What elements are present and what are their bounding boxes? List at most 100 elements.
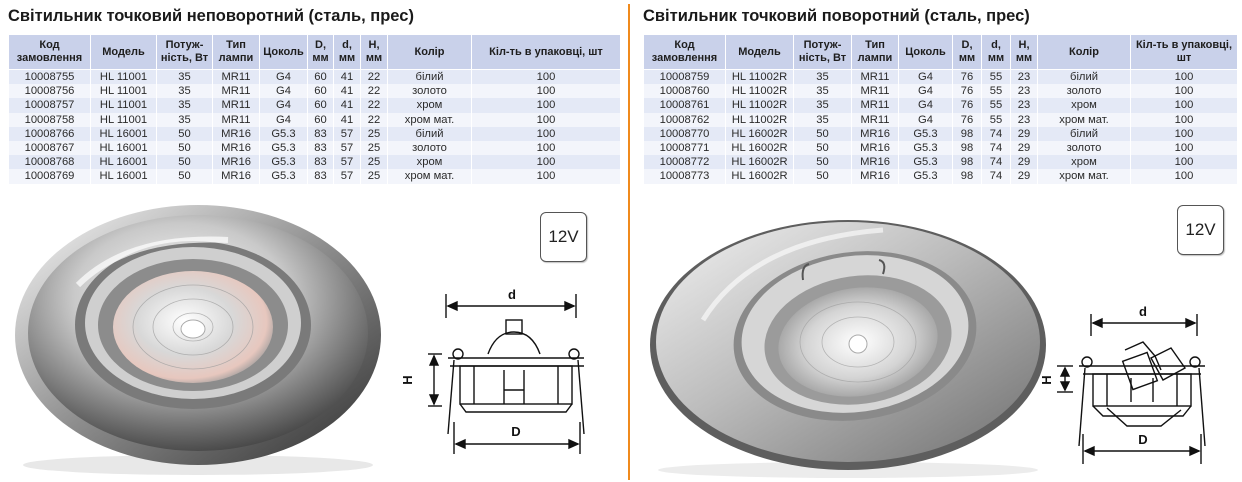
column-header: Колір [1037, 34, 1131, 70]
table-cell: 74 [981, 169, 1011, 184]
table-cell: G5.3 [259, 169, 308, 184]
table-cell: 55 [981, 84, 1011, 99]
table-cell: хром мат. [387, 112, 472, 127]
table-cell: 50 [156, 141, 213, 156]
table-cell: 41 [333, 112, 361, 127]
table-cell: 98 [952, 169, 982, 184]
table-cell: 10008756 [8, 84, 91, 99]
table-cell: HL 11002R [725, 112, 794, 127]
table-cell: хром [1037, 98, 1131, 113]
table-cell: HL 16002R [725, 155, 794, 170]
table-cell: золото [387, 141, 472, 156]
table-cell: 100 [471, 84, 621, 99]
table-cell: MR11 [212, 98, 260, 113]
table-cell: G4 [898, 84, 953, 99]
table-cell: HL 11001 [90, 69, 157, 85]
table-cell: 50 [793, 155, 852, 170]
table-cell: 29 [1010, 141, 1038, 156]
table-cell: 100 [1130, 155, 1238, 170]
table-cell: MR11 [212, 69, 260, 85]
table-cell: MR16 [212, 126, 260, 142]
table-cell: золото [1037, 84, 1131, 99]
column-header: D, мм [307, 34, 334, 70]
table-cell: MR11 [851, 69, 899, 85]
table-cell: 35 [156, 98, 213, 113]
table-cell: 23 [1010, 69, 1038, 85]
table-cell: хром мат. [1037, 169, 1131, 184]
table-cell: 60 [307, 98, 334, 113]
table-cell: G4 [898, 112, 953, 127]
table-cell: 10008762 [643, 112, 726, 127]
table-cell: MR16 [212, 155, 260, 170]
table-cell: HL 11001 [90, 98, 157, 113]
table-cell: 22 [360, 69, 388, 85]
table-cell: 35 [793, 69, 852, 85]
table-cell: хром мат. [1037, 112, 1131, 127]
column-header: Тип лампи [212, 34, 260, 70]
table-cell: 74 [981, 155, 1011, 170]
table-cell: білий [1037, 69, 1131, 85]
table-cell: 50 [793, 169, 852, 184]
table-cell: HL 16002R [725, 169, 794, 184]
table-cell: G5.3 [898, 126, 953, 142]
table-cell: 10008760 [643, 84, 726, 99]
swivel-dimension-diagram: d H D [1039, 304, 1206, 464]
dimension-label-d: d [508, 287, 516, 302]
table-cell: хром [387, 155, 472, 170]
table-cell: MR11 [212, 84, 260, 99]
table-cell: білий [1037, 126, 1131, 142]
table-cell: хром мат. [387, 169, 472, 184]
table-cell: G5.3 [259, 155, 308, 170]
table-cell: 35 [793, 112, 852, 127]
table-cell: 100 [1130, 141, 1238, 156]
table-cell: 57 [333, 141, 361, 156]
dimension-label-h: H [400, 375, 415, 384]
panel-title: Світильник точковий неповоротний (сталь,… [8, 7, 414, 25]
panel-title: Світильник точковий поворотний (сталь, п… [643, 7, 1030, 25]
column-header: Код замовлення [8, 34, 91, 70]
column-header: Кіл-ть в упаковці, шт [1130, 34, 1238, 70]
table-cell: 57 [333, 126, 361, 142]
table-cell: золото [1037, 141, 1131, 156]
table-cell: HL 11002R [725, 98, 794, 113]
column-header: H, мм [360, 34, 388, 70]
table-cell: G4 [259, 98, 308, 113]
column-header: d, мм [981, 34, 1011, 70]
panel-divider [628, 4, 630, 480]
table-cell: 23 [1010, 84, 1038, 99]
table-cell: 41 [333, 98, 361, 113]
table-cell: 98 [952, 155, 982, 170]
table-cell: HL 11002R [725, 69, 794, 85]
table-cell: G5.3 [898, 141, 953, 156]
column-header: Потуж-ність, Вт [156, 34, 213, 70]
table-cell: MR16 [851, 155, 899, 170]
table-cell: G4 [898, 98, 953, 113]
table-cell: 100 [1130, 126, 1238, 142]
table-cell: 29 [1010, 155, 1038, 170]
table-cell: 100 [471, 69, 621, 85]
table-cell: HL 16002R [725, 141, 794, 156]
table-cell: 29 [1010, 169, 1038, 184]
table-cell: 83 [307, 169, 334, 184]
table-cell: 50 [156, 126, 213, 142]
column-header: H, мм [1010, 34, 1038, 70]
table-cell: 50 [793, 126, 852, 142]
table-cell: MR16 [851, 126, 899, 142]
table-cell: MR16 [212, 141, 260, 156]
table-cell: 100 [471, 126, 621, 142]
table-cell: G5.3 [259, 141, 308, 156]
table-cell: 100 [1130, 69, 1238, 85]
table-cell: HL 11002R [725, 84, 794, 99]
table-cell: 57 [333, 169, 361, 184]
table-cell: HL 16001 [90, 141, 157, 156]
swivel-spotlight-photo [650, 220, 1046, 478]
